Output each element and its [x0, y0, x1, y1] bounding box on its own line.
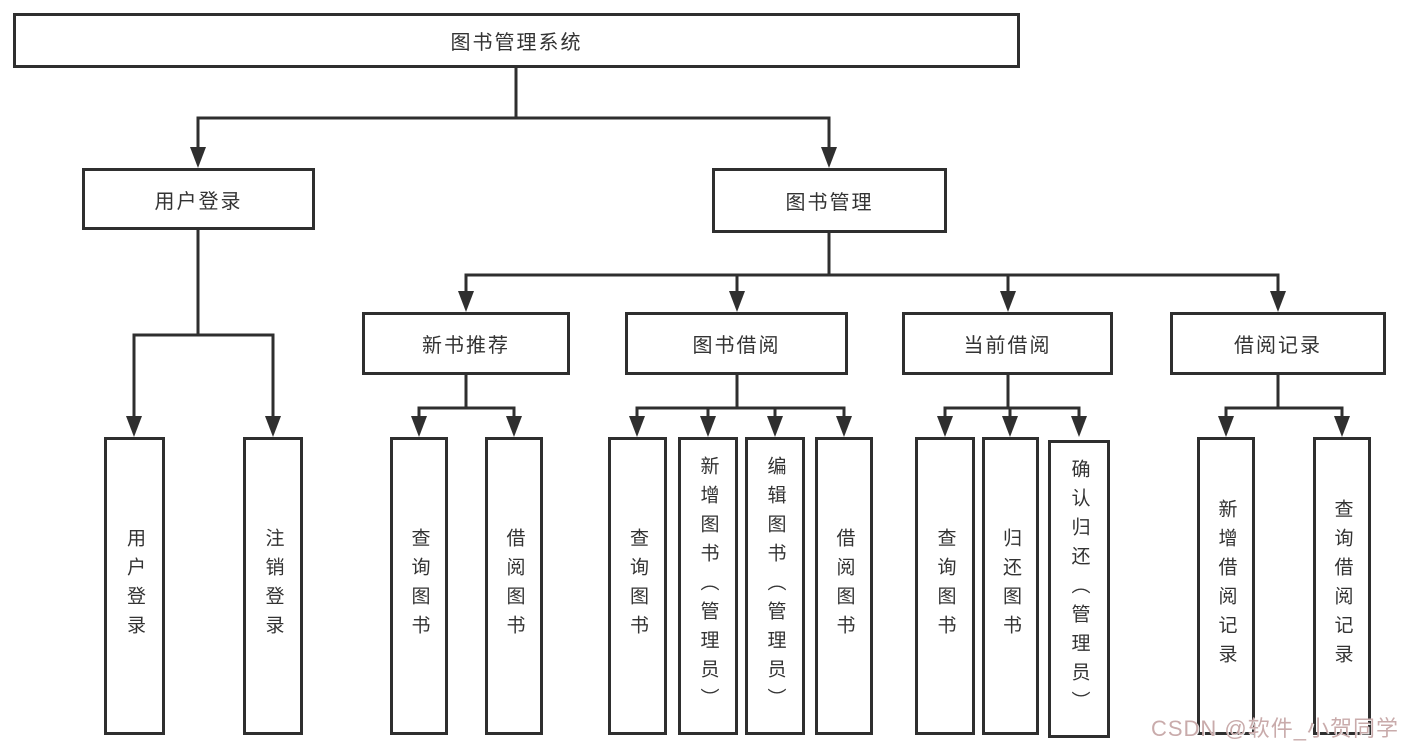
leaf-cb-query-books: 查询图书	[915, 437, 975, 735]
arrow-down-icon	[190, 147, 206, 168]
arrow-down-icon	[126, 416, 142, 437]
arrow-down-icon	[821, 147, 837, 168]
leaf-bb-query-books: 查询图书	[608, 437, 667, 735]
leaf-bb-edit-books-admin: 编辑图书（管理员）	[745, 437, 805, 735]
arrow-down-icon	[729, 291, 745, 312]
leaf-bb-borrow-books: 借阅图书	[815, 437, 873, 735]
arrow-down-icon	[411, 416, 427, 437]
node-book-management: 图书管理	[712, 168, 947, 233]
leaf-logout: 注销登录	[243, 437, 303, 735]
arrow-down-icon	[937, 416, 953, 437]
leaf-bb-add-books-admin: 新增图书（管理员）	[678, 437, 738, 735]
connector-bookmgmt-branch	[464, 273, 1280, 295]
watermark: CSDN @软件_小贺同学	[1150, 716, 1399, 741]
leaf-nb-query-books: 查询图书	[390, 437, 448, 735]
arrow-down-icon	[767, 416, 783, 437]
node-current-borrow: 当前借阅	[902, 312, 1113, 375]
arrow-down-icon	[836, 416, 852, 437]
leaf-br-query-record: 查询借阅记录	[1313, 437, 1371, 735]
arrow-down-icon	[506, 416, 522, 437]
connector-userlogin-branch	[132, 333, 275, 420]
connector-bookborrow-branch	[635, 406, 846, 420]
node-book-borrow: 图书借阅	[625, 312, 848, 375]
leaf-cb-return-books: 归还图书	[982, 437, 1039, 735]
node-borrow-records: 借阅记录	[1170, 312, 1386, 375]
node-user-login: 用户登录	[82, 168, 315, 230]
connector-records-branch	[1224, 406, 1344, 420]
leaf-nb-borrow-books: 借阅图书	[485, 437, 543, 735]
arrow-down-icon	[1071, 416, 1087, 437]
node-new-book-recommend: 新书推荐	[362, 312, 570, 375]
arrow-down-icon	[1334, 416, 1350, 437]
arrowheads	[126, 147, 1350, 437]
connector-root-branch	[196, 116, 831, 150]
arrow-down-icon	[1218, 416, 1234, 437]
node-root: 图书管理系统	[13, 13, 1020, 68]
arrow-down-icon	[1270, 291, 1286, 312]
arrow-down-icon	[265, 416, 281, 437]
arrow-down-icon	[1002, 416, 1018, 437]
leaf-cb-confirm-return-admin: 确认归还（管理员）	[1048, 440, 1110, 738]
arrow-down-icon	[458, 291, 474, 312]
leaf-br-add-record: 新增借阅记录	[1197, 437, 1255, 735]
leaf-user-login: 用户登录	[104, 437, 165, 735]
arrow-down-icon	[1000, 291, 1016, 312]
connector-newbook-branch	[417, 406, 516, 420]
arrow-down-icon	[629, 416, 645, 437]
connector-currentborrow-branch	[943, 406, 1081, 420]
arrow-down-icon	[700, 416, 716, 437]
